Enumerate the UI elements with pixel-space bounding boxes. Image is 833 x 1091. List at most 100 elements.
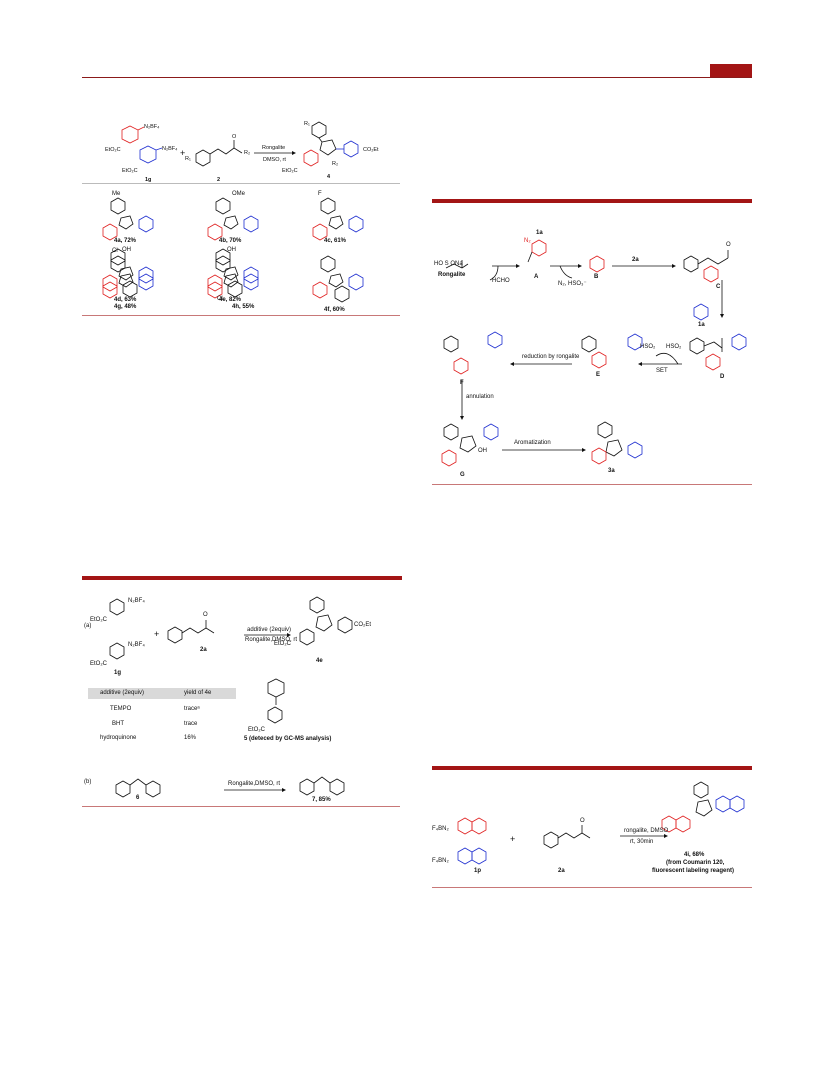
compound-4g xyxy=(102,248,154,298)
coumarin-plus: + xyxy=(510,834,516,844)
control-plus: + xyxy=(154,629,160,639)
species-a-label: A xyxy=(534,274,539,280)
n2-label: N₂ xyxy=(524,238,531,244)
coumarin-diazonium-top xyxy=(457,817,487,835)
reduction-label: reduction by rongalite xyxy=(522,354,580,360)
hcho-label: HCHO xyxy=(492,278,510,284)
control-product-4e xyxy=(299,596,353,646)
bf4n2-top: F₄BN₂ xyxy=(432,826,449,832)
coumarin-note2: fluorescent labeling reagent) xyxy=(652,868,735,874)
coumarin-note1: (from Coumarin 120, xyxy=(666,860,725,866)
species-e xyxy=(581,335,597,353)
rongalite-formula: HO S ONa xyxy=(434,261,463,267)
product-3a-label: 3a xyxy=(608,468,615,474)
control-4e-label: 4e xyxy=(316,658,323,664)
compound-4b-label: 4b, 70% xyxy=(219,238,242,244)
table-row-yield: trace xyxy=(184,721,198,727)
tempo-ester: EtO₂C xyxy=(248,727,265,733)
species-b xyxy=(589,255,605,273)
compound-4g-sub: OH xyxy=(122,247,131,253)
table-header-additive: additive (2equiv) xyxy=(100,690,145,696)
hso2-label: HSO₂ xyxy=(640,344,656,350)
table-row-yield: 16% xyxy=(184,735,197,741)
compound-4h-cl: Cl xyxy=(217,296,223,302)
reagent-1a-label-2: 1a xyxy=(698,322,705,328)
compound-4f xyxy=(312,255,364,303)
control-top-rule xyxy=(82,576,402,580)
compound-4c xyxy=(312,197,364,241)
n2-hso3-label: N₂, HSO₃⁻ xyxy=(558,281,587,287)
scheme1-figure: N₂BF₄ EtO₂C N₂BF₄ EtO₂C 1g + R₁ R₂ O 2 R… xyxy=(102,121,379,303)
compound-4h-sub: OH xyxy=(227,247,236,253)
table-row-additive: hydroquinone xyxy=(100,735,137,741)
reagent-2a-label: 2a xyxy=(632,257,639,263)
control-product-ester-left: EtO₂C xyxy=(274,641,291,647)
svg-text:4: 4 xyxy=(327,174,331,180)
header-tab xyxy=(710,64,752,77)
control-labels: N₂BF₄ EtO₂C (a) N₂BF₄ EtO₂C 1g + O 2a ad… xyxy=(82,595,402,805)
tempo-adduct xyxy=(267,678,285,724)
table-row-additive: BHT xyxy=(112,721,124,727)
svg-text:EtO₂C: EtO₂C xyxy=(282,168,298,174)
svg-text:O: O xyxy=(232,134,237,140)
mechanism-top-rule xyxy=(432,199,752,203)
control-2a-label: 2a xyxy=(200,647,207,653)
aryl-1a xyxy=(693,303,709,321)
species-c xyxy=(683,250,729,273)
species-d-label: D xyxy=(720,374,725,380)
scheme1-bottom-rule xyxy=(82,315,400,316)
diazonium-top xyxy=(121,125,145,144)
svg-text:EtO₂C: EtO₂C xyxy=(122,168,138,174)
header-rule xyxy=(82,77,752,78)
bf4n2-bottom: F₄BN₂ xyxy=(432,858,449,864)
compound-4a-sub: Me xyxy=(112,191,121,197)
compound-4f-label: 4f, 60% xyxy=(324,307,345,313)
species-d xyxy=(689,337,723,355)
compound-4c-sub: F xyxy=(318,191,322,197)
species-b-label: B xyxy=(594,274,599,280)
compound-4b-sub: OMe xyxy=(232,191,246,197)
compound-4h-label: 4h, 55% xyxy=(232,304,255,310)
table-row-yield: traceᵃ xyxy=(184,706,200,712)
mechanism-bottom-rule xyxy=(432,484,752,485)
coumarin-2a-label: 2a xyxy=(558,868,565,874)
control-arrow-top: additive (2equiv) xyxy=(247,627,292,633)
coumarin-top-rule xyxy=(432,766,752,770)
species-f-label: F xyxy=(460,380,464,386)
scheme1-divider xyxy=(82,183,400,184)
compound-4b xyxy=(207,197,259,241)
compound-4g-label: 4g, 48% xyxy=(114,304,137,310)
set-label: SET xyxy=(656,368,668,374)
control-b-tag: (b) xyxy=(84,779,92,785)
hydrazobenzene-7 xyxy=(299,776,345,796)
svg-text:N₂BF₄: N₂BF₄ xyxy=(162,146,178,152)
svg-text:R₁: R₁ xyxy=(185,156,191,162)
control-ester-bottom: EtO₂C xyxy=(90,661,107,667)
coumarin-product-4i xyxy=(693,781,713,817)
compound-4e-label: 4e, 82% xyxy=(219,297,242,303)
mechanism-labels: HO S ONa Rongalite HCHO A 1a N₂ N₂, HSO₃… xyxy=(432,220,752,482)
compound-4h xyxy=(207,248,259,298)
product-3a xyxy=(597,421,623,457)
reagent-1a-label: 1a xyxy=(536,230,543,236)
coumarin-arrow-bottom: rt, 30min xyxy=(630,839,654,845)
svg-text:2: 2 xyxy=(217,177,220,183)
compound-4c-label: 4c, 61% xyxy=(324,238,347,244)
species-c-label: C xyxy=(716,284,721,290)
coumarin-enone-2a xyxy=(543,825,591,849)
control-n2bf4-top: N₂BF₄ xyxy=(128,598,145,604)
annulation-label: annulation xyxy=(466,394,494,400)
control-ester-top: EtO₂C xyxy=(90,617,107,623)
control-bottom-rule xyxy=(82,806,400,807)
aromatization-label: Aromatization xyxy=(514,440,551,446)
control-reagent-1g xyxy=(109,598,125,660)
svg-text:R₂: R₂ xyxy=(332,161,338,167)
rongalite-structure xyxy=(445,260,469,269)
svg-text:+: + xyxy=(180,148,185,158)
control-ketone-o: O xyxy=(203,612,208,618)
species-f xyxy=(443,335,459,353)
oh-label: OH xyxy=(478,448,487,454)
scope-row3 xyxy=(102,248,259,298)
svg-text:EtO₂C: EtO₂C xyxy=(105,147,121,153)
species-e-label: E xyxy=(596,372,601,378)
